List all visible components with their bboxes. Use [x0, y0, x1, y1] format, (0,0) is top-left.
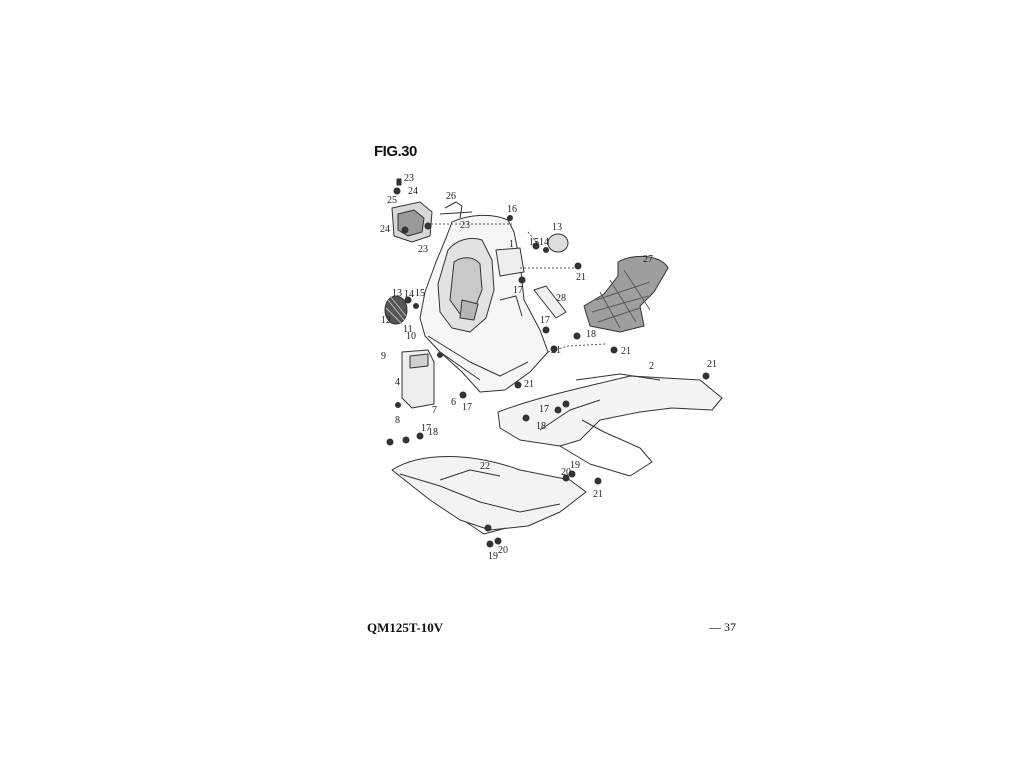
callout-number: 20 — [498, 545, 508, 556]
callout-number: 7 — [432, 405, 437, 416]
callout-number: 4 — [395, 377, 400, 388]
callout-number: 17 — [462, 402, 472, 413]
callout-number: 18 — [536, 421, 546, 432]
callout-number: 21 — [707, 359, 717, 370]
callout-number: 8 — [395, 415, 400, 426]
glove-box-lid-part — [401, 349, 435, 409]
callout-number: 21 — [576, 272, 586, 283]
front-leg-shield-part — [419, 214, 549, 393]
callout-number: 27 — [643, 254, 653, 265]
callout-number: 17 — [421, 423, 431, 434]
callout-number: 11 — [403, 324, 413, 335]
callout-number: 18 — [586, 329, 596, 340]
callout-number: 28 — [556, 293, 566, 304]
callout-number: 13 — [552, 222, 562, 233]
callout-number: 25 — [387, 195, 397, 206]
callout-number: 15 — [415, 288, 425, 299]
callout-number: 23 — [404, 173, 414, 184]
callout-number: 12 — [381, 315, 391, 326]
callout-number: 22 — [480, 461, 490, 472]
rubber-strip-part — [533, 285, 567, 319]
callout-number: 20 — [561, 467, 571, 478]
callout-number: 26 — [446, 191, 456, 202]
callout-number: 1 — [509, 239, 514, 250]
callout-number: 18 — [428, 427, 438, 438]
model-number: QM125T-10V — [367, 620, 444, 635]
callout-number: 15 — [529, 237, 539, 248]
callout-number: 19 — [488, 551, 498, 562]
callout-number: 10 — [406, 331, 416, 342]
callout-number: 6 — [451, 397, 456, 408]
grille-part — [384, 295, 408, 325]
callout-number: 23 — [460, 220, 470, 231]
callout-number: 16 — [507, 204, 517, 215]
cover-cap-part — [547, 233, 569, 253]
callout-number: 14 — [539, 237, 549, 248]
callout-number: 17 — [540, 315, 550, 326]
callout-number: 21 — [551, 345, 561, 356]
callout-number: 9 — [381, 351, 386, 362]
page-number: — 37 — [709, 620, 736, 634]
lower-under-cover-part — [391, 456, 587, 535]
callout-number: 17 — [513, 285, 523, 296]
callout-number: 21 — [524, 379, 534, 390]
floor-side-cover-part — [497, 373, 723, 477]
callout-number: 2 — [649, 361, 654, 372]
callout-number: 23 — [418, 244, 428, 255]
callout-number: 17 — [539, 404, 549, 415]
callout-number: 14 — [404, 289, 414, 300]
floor-mat-part — [583, 255, 669, 333]
callout-number: 24 — [408, 186, 418, 197]
callout-number: 24 — [380, 224, 390, 235]
figure-title: FIG.30 — [374, 143, 417, 160]
callout-number: 21 — [621, 346, 631, 357]
callout-number: 19 — [570, 460, 580, 471]
callout-number: 13 — [392, 288, 402, 299]
callout-number: 21 — [593, 489, 603, 500]
